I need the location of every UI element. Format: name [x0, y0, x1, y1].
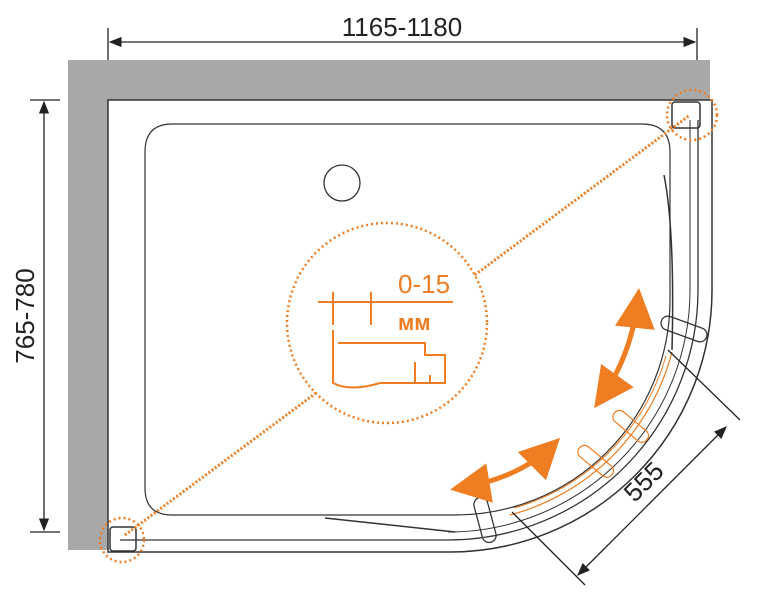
- unit-label: мм: [398, 310, 431, 335]
- depth-dimension: 765-780: [10, 268, 40, 363]
- walls: [68, 60, 710, 550]
- adjustment-detail: 0-15 мм: [98, 88, 719, 564]
- adjustment-label: 0-15: [398, 269, 450, 299]
- width-dimension: 1165-1180: [342, 12, 462, 42]
- door-swing-arrows: [450, 288, 655, 503]
- dimension-lines: [30, 28, 741, 586]
- drain: [323, 164, 361, 202]
